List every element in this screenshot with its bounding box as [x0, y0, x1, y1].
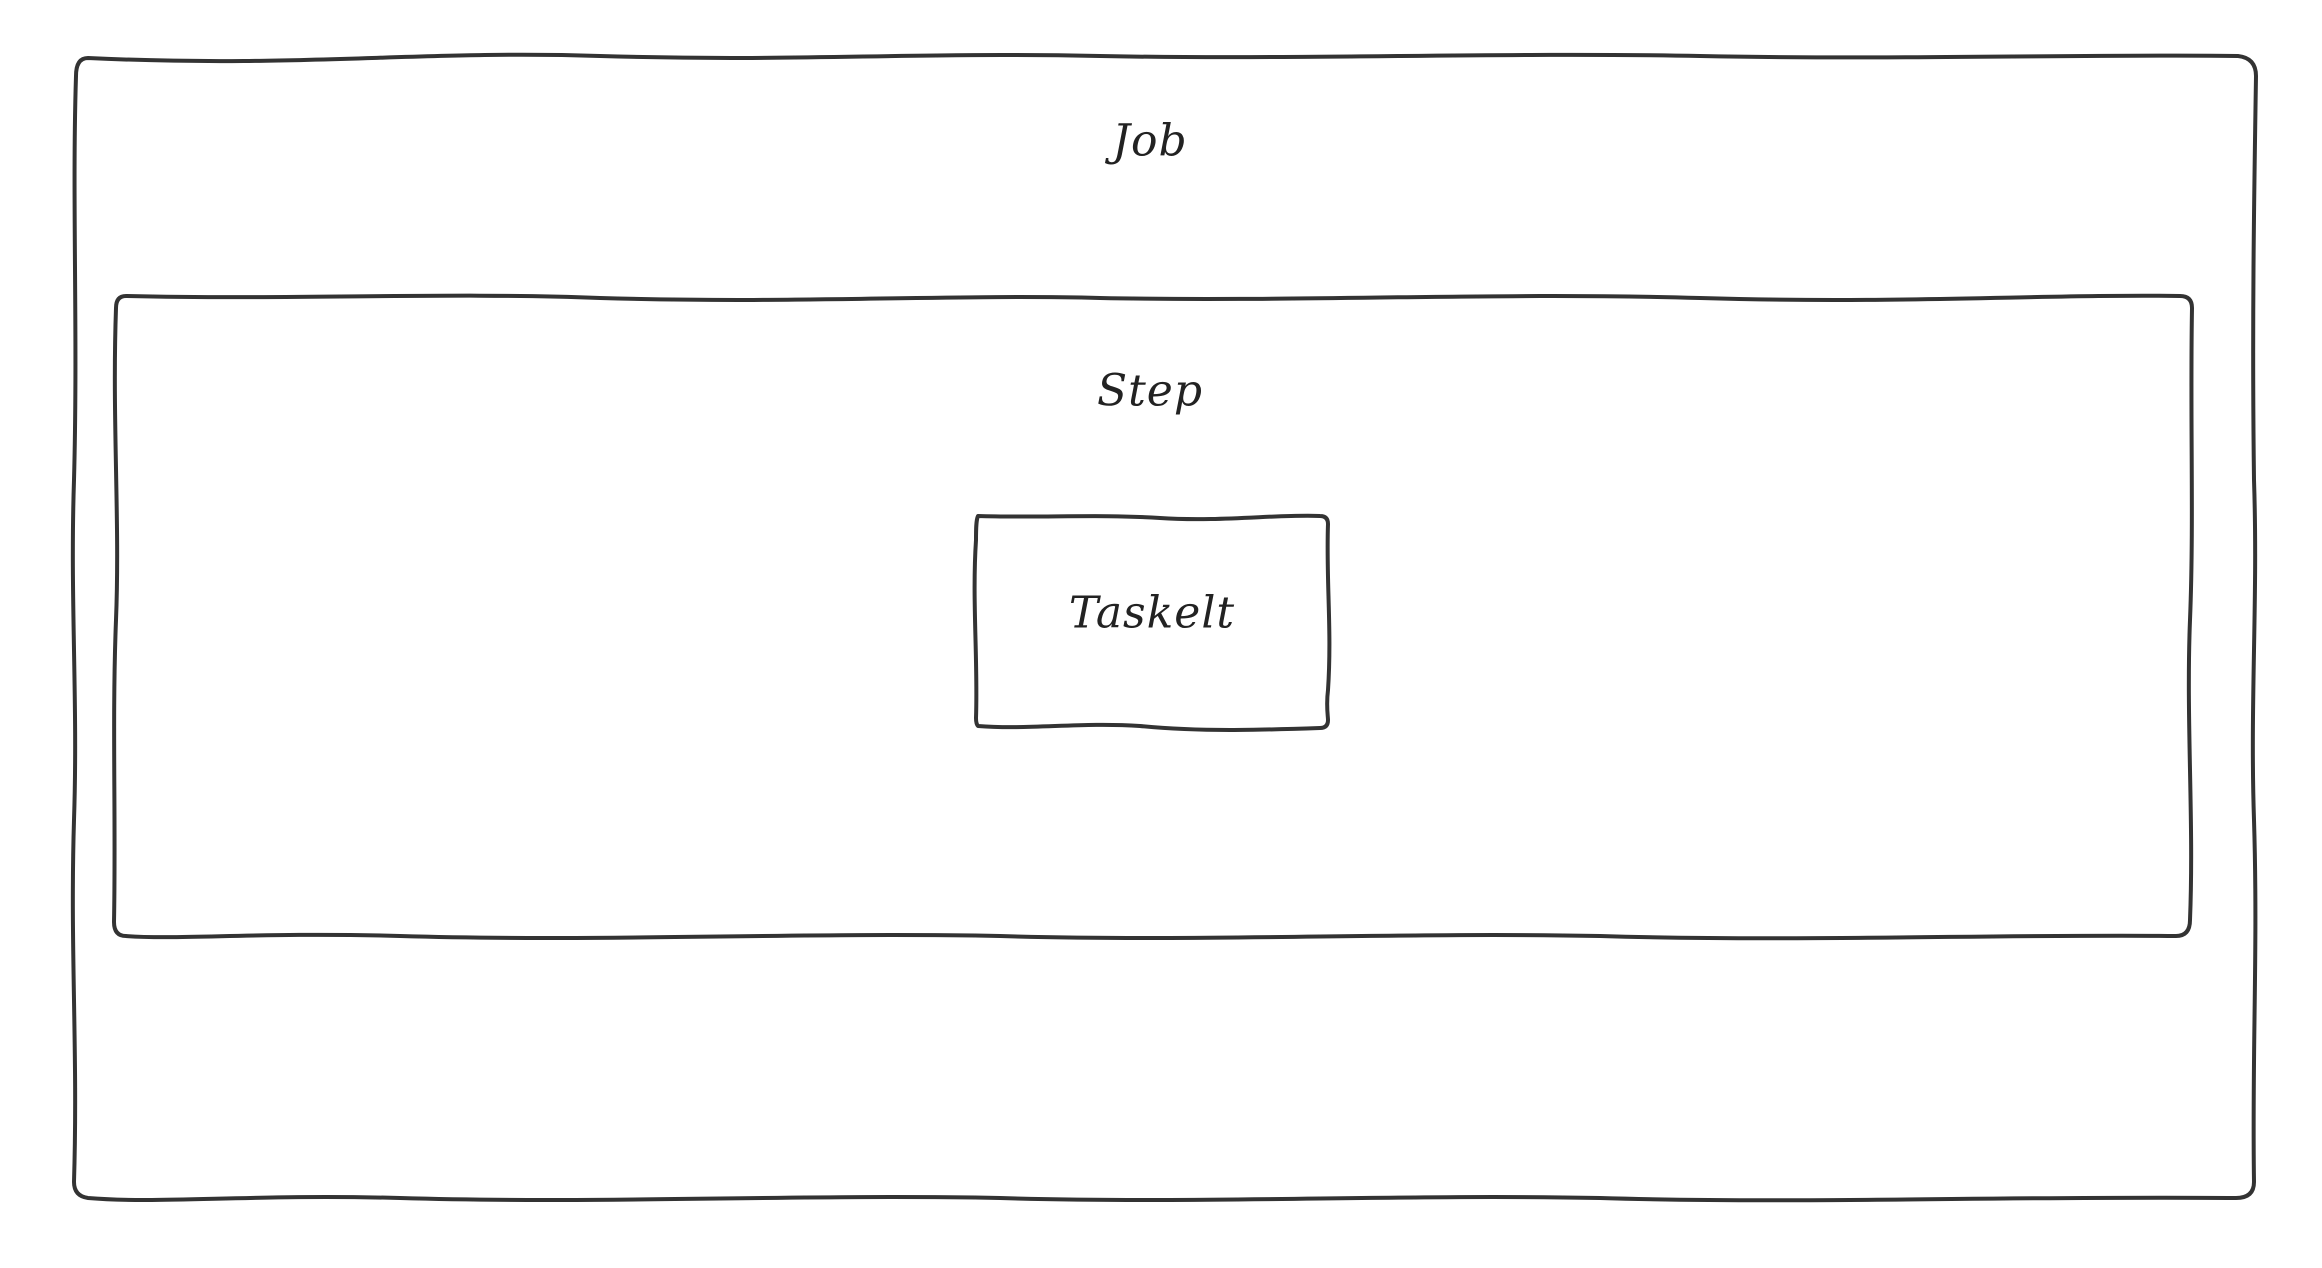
job-label: Job: [1104, 116, 1187, 167]
tasklet-box: [972, 513, 1332, 732]
step-container: Step: [112, 293, 2194, 941]
job-container: Job: [70, 52, 2258, 1203]
tasklet-container: Taskelt: [972, 513, 1332, 732]
tasklet-label: Taskelt: [1069, 588, 1235, 639]
step-box: [112, 293, 2194, 941]
step-label: Step: [1097, 366, 1203, 417]
job-box: [70, 52, 2258, 1203]
